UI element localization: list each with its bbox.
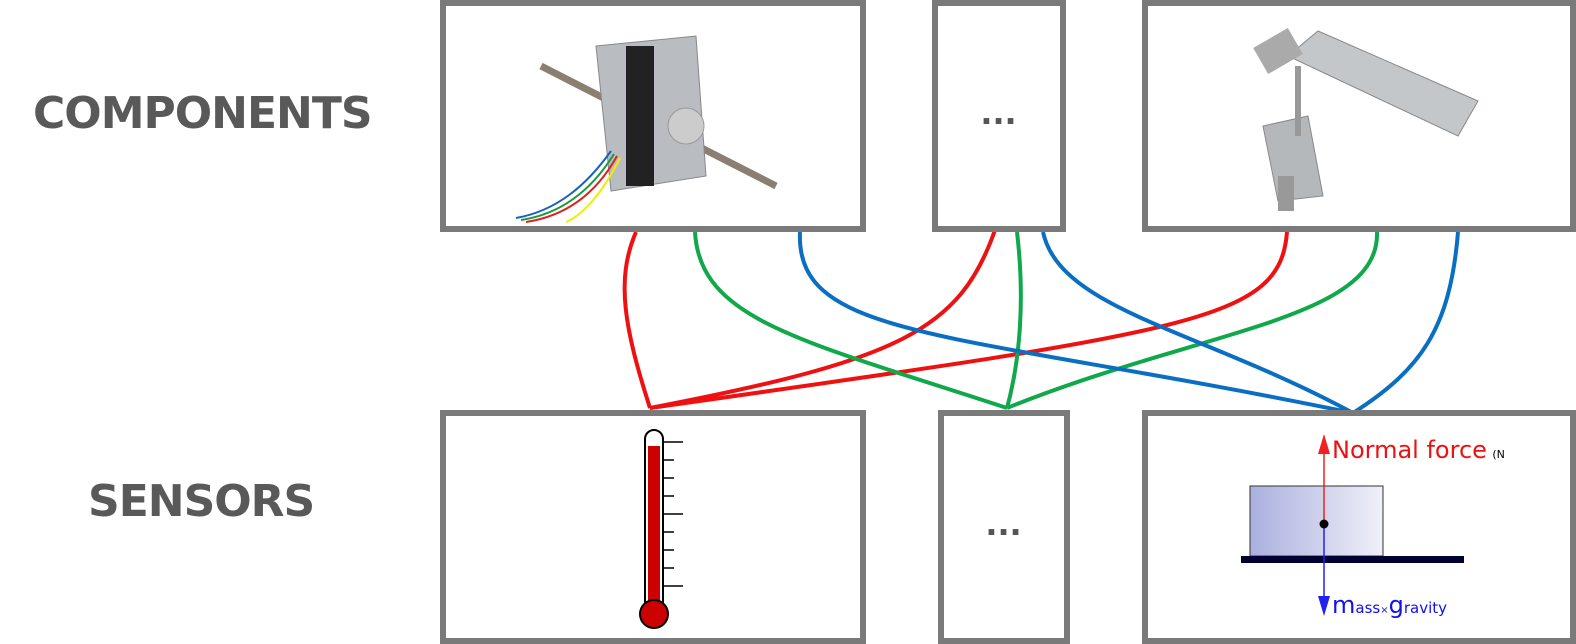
component-more: ... <box>932 0 1066 232</box>
components-row-label: COMPONENTS <box>33 88 373 139</box>
down-arrow-icon <box>1318 596 1330 616</box>
force-diagram: Normal force (N mass×gravity <box>1241 434 1505 619</box>
blue-connection <box>1041 231 1354 415</box>
sensor-thermometer <box>440 410 866 644</box>
up-arrow-icon <box>1318 434 1330 454</box>
component-pneumatic-actuator <box>1142 0 1576 232</box>
green-connection <box>1005 231 1023 409</box>
red-connection <box>622 231 652 409</box>
pneumatic-actuator-image <box>1253 28 1479 211</box>
weight-label: mass×gravity <box>1332 591 1447 619</box>
sensor-more: ... <box>938 410 1070 644</box>
green-connection <box>693 231 1008 410</box>
stepper-motor-image <box>515 35 778 223</box>
ellipsis: ... <box>985 500 1023 544</box>
green-connection <box>1006 231 1380 410</box>
sensors-row-label: SENSORS <box>88 476 315 527</box>
thermometer-icon <box>639 429 683 629</box>
normal-force-label: Normal force <box>1332 436 1487 464</box>
blue-connection <box>1351 231 1460 415</box>
blue-connection <box>797 231 1354 415</box>
component-stepper-motor <box>440 0 866 232</box>
ellipsis: ... <box>980 89 1018 133</box>
sensor-force: Normal force (N mass×gravity <box>1142 410 1576 644</box>
svg-text:Normal force (N: Normal force (N <box>1332 436 1505 464</box>
red-connection <box>649 229 997 410</box>
red-connection <box>649 231 1289 410</box>
